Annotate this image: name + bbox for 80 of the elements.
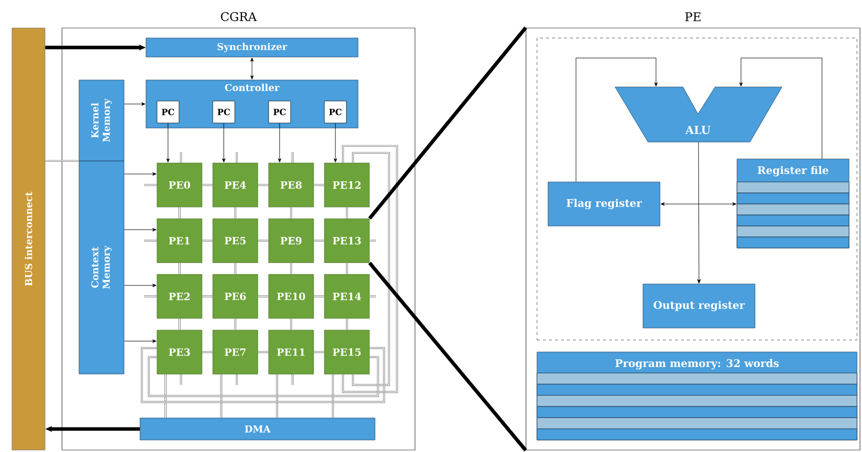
double-wire bbox=[313, 296, 325, 298]
node-label: PE bbox=[685, 12, 700, 22]
double-wire bbox=[313, 351, 325, 353]
double-wire bbox=[290, 262, 292, 275]
double-wire bbox=[178, 318, 180, 330]
double-wire bbox=[290, 206, 292, 219]
pc-box: PC bbox=[268, 100, 291, 124]
double-wire bbox=[234, 318, 236, 330]
double-wire bbox=[276, 374, 278, 418]
double-wire bbox=[148, 356, 379, 397]
double-wire bbox=[258, 184, 269, 186]
pc-box: PC bbox=[212, 100, 235, 124]
pe-tile: PE4 bbox=[212, 162, 258, 208]
pe-tile: PE8 bbox=[268, 162, 314, 208]
double-wire bbox=[202, 240, 214, 242]
module-box: Synchronizer bbox=[146, 38, 358, 58]
bus-bar: BUS interconnect bbox=[12, 28, 46, 450]
double-wire bbox=[313, 240, 325, 242]
zoom-line bbox=[368, 262, 528, 452]
register-box: Flag register bbox=[548, 182, 660, 226]
double-wire bbox=[202, 184, 214, 186]
pe-tile: PE10 bbox=[268, 274, 314, 319]
double-wire bbox=[202, 296, 214, 298]
register-box: Output register bbox=[642, 284, 756, 328]
pe-tile: PE6 bbox=[212, 274, 258, 319]
double-wire bbox=[346, 318, 348, 330]
pe-tile: PE5 bbox=[212, 218, 258, 263]
double-wire bbox=[290, 318, 292, 330]
arrow bbox=[166, 122, 170, 162]
pc-box: PC bbox=[324, 100, 347, 124]
pe-tile: PE3 bbox=[156, 330, 202, 374]
register-file-box: Register file bbox=[736, 158, 850, 248]
pe-tile: PE11 bbox=[268, 330, 314, 374]
double-wire bbox=[346, 262, 348, 275]
arrow bbox=[124, 228, 156, 232]
arrow bbox=[334, 122, 338, 162]
double-wire bbox=[234, 206, 236, 219]
double-wire bbox=[44, 160, 80, 162]
double-wire bbox=[342, 144, 398, 393]
double-wire bbox=[140, 347, 385, 403]
double-wire bbox=[178, 262, 180, 275]
arrow bbox=[739, 58, 822, 160]
memory-table: Program memory: 32 words bbox=[536, 352, 858, 440]
pe-tile: PE0 bbox=[156, 162, 202, 208]
double-wire bbox=[234, 262, 236, 275]
double-wire bbox=[220, 374, 222, 418]
arrow bbox=[250, 58, 254, 80]
arrow bbox=[124, 284, 156, 288]
dashed-outline bbox=[536, 38, 858, 340]
double-wire bbox=[352, 152, 390, 386]
arrow bbox=[660, 202, 736, 206]
pe-tile: PE9 bbox=[268, 218, 314, 263]
double-wire bbox=[258, 351, 269, 353]
pe-tile: PE13 bbox=[324, 218, 370, 263]
double-wire bbox=[313, 184, 325, 186]
double-wire bbox=[332, 374, 334, 418]
pc-box: PC bbox=[156, 100, 180, 124]
pe-tile: PE15 bbox=[324, 330, 370, 374]
arrow bbox=[576, 58, 658, 182]
pe-tile: PE1 bbox=[156, 218, 202, 263]
pe-tile: PE12 bbox=[324, 162, 370, 208]
arrow bbox=[697, 142, 701, 284]
pe-tile: PE14 bbox=[324, 274, 370, 319]
pe-tile: PE7 bbox=[212, 330, 258, 374]
double-wire bbox=[164, 374, 166, 418]
arrow bbox=[124, 102, 146, 106]
double-wire bbox=[178, 206, 180, 219]
arrow bbox=[222, 122, 226, 162]
zoom-line bbox=[368, 26, 528, 220]
double-wire bbox=[258, 240, 269, 242]
double-wire bbox=[202, 351, 214, 353]
double-wire bbox=[346, 206, 348, 219]
double-wire bbox=[258, 296, 269, 298]
arrow bbox=[278, 122, 282, 162]
arrow bbox=[124, 339, 156, 343]
arrow bbox=[124, 172, 156, 176]
memory-box: Kernel Memory bbox=[78, 80, 124, 162]
module-box: DMA bbox=[140, 418, 376, 440]
pe-tile: PE2 bbox=[156, 274, 202, 319]
node-label: CGRA bbox=[220, 12, 257, 22]
